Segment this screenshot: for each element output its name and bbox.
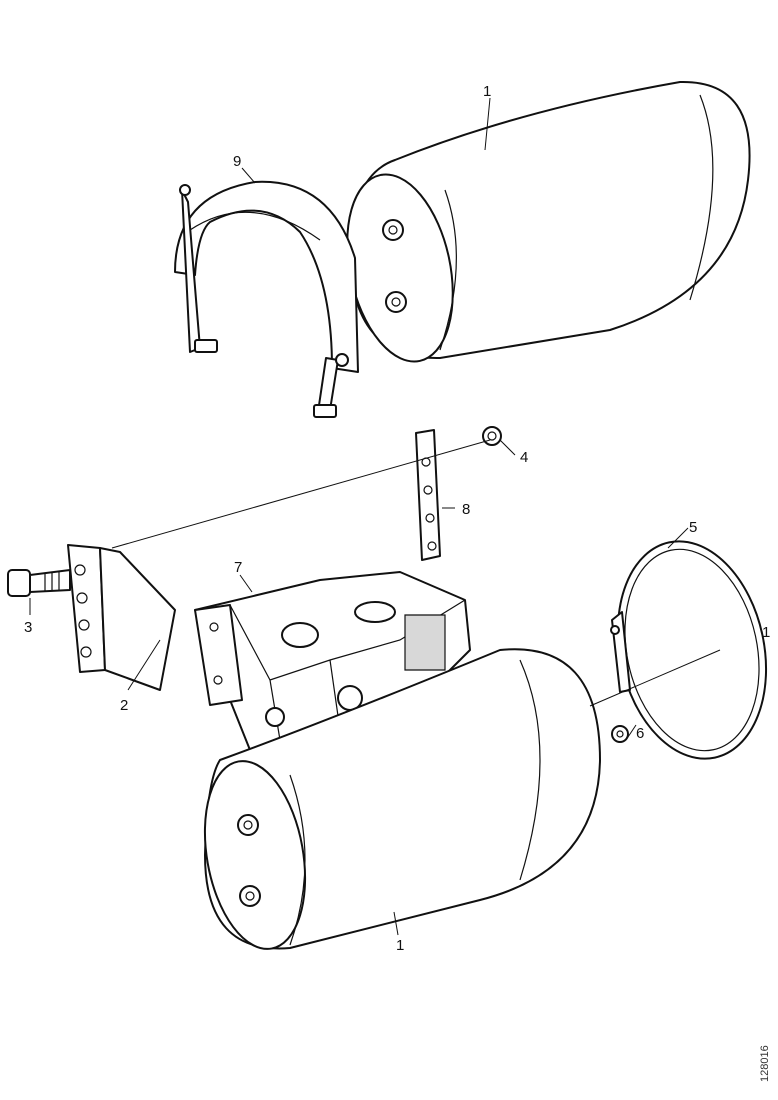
nut-lower bbox=[611, 725, 629, 743]
nut-upper bbox=[482, 426, 502, 446]
tank-port-upper-2 bbox=[385, 291, 407, 313]
callout-bolt: 3 bbox=[24, 619, 32, 636]
callout-bracket-left: 2 bbox=[120, 697, 128, 714]
centerline-bolt-to-nut bbox=[111, 439, 491, 549]
strap-ring bbox=[610, 540, 768, 760]
callout-tank-lower: 1 bbox=[396, 937, 404, 954]
tank-port-upper-1 bbox=[382, 219, 404, 241]
centerline-tank-axis bbox=[589, 649, 721, 707]
callout-strap-upper: 9 bbox=[233, 153, 241, 170]
callout-bracket-main: 7 bbox=[234, 559, 242, 576]
callout-axis-mark: 1 bbox=[762, 624, 770, 641]
air-tank-upper bbox=[346, 80, 751, 363]
callout-nut-lower: 6 bbox=[636, 725, 644, 742]
drawing-code: 128016 bbox=[759, 1045, 771, 1082]
bolt bbox=[7, 569, 71, 597]
tank-port-lower-2 bbox=[239, 885, 261, 907]
strap-upper bbox=[174, 180, 359, 418]
callout-plate: 8 bbox=[462, 501, 470, 518]
callout-tank-upper: 1 bbox=[483, 83, 491, 100]
callout-nut-upper: 4 bbox=[520, 449, 528, 466]
tank-port-lower-1 bbox=[237, 814, 259, 836]
air-tank-lower bbox=[203, 648, 601, 950]
bracket-left bbox=[67, 544, 176, 691]
callout-strap-ring: 5 bbox=[689, 519, 697, 536]
mounting-plate bbox=[415, 429, 441, 561]
